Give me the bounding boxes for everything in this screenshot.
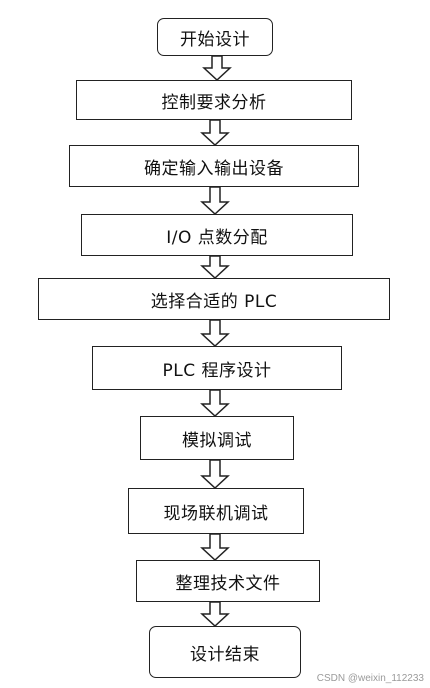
- down-arrow-icon: [202, 56, 232, 80]
- step-select-plc: 选择合适的 PLC: [38, 278, 390, 320]
- step-start-design: 开始设计: [157, 18, 273, 56]
- step-end-design: 设计结束: [149, 626, 301, 678]
- down-arrow-icon: [200, 602, 230, 626]
- down-arrow-icon: [200, 460, 230, 488]
- down-arrow-icon: [200, 256, 230, 278]
- down-arrow-icon: [200, 187, 230, 214]
- step-onsite-debug: 现场联机调试: [128, 488, 304, 534]
- step-io-point-allocation: I/O 点数分配: [81, 214, 353, 256]
- step-control-requirements-analysis: 控制要求分析: [76, 80, 352, 120]
- down-arrow-icon: [200, 120, 230, 145]
- step-determine-io-devices: 确定输入输出设备: [69, 145, 359, 187]
- step-simulation-debug: 模拟调试: [140, 416, 294, 460]
- step-organize-documents: 整理技术文件: [136, 560, 320, 602]
- watermark: CSDN @weixin_112233: [316, 673, 424, 684]
- step-plc-programming: PLC 程序设计: [92, 346, 342, 390]
- down-arrow-icon: [200, 390, 230, 416]
- down-arrow-icon: [200, 534, 230, 560]
- down-arrow-icon: [200, 320, 230, 346]
